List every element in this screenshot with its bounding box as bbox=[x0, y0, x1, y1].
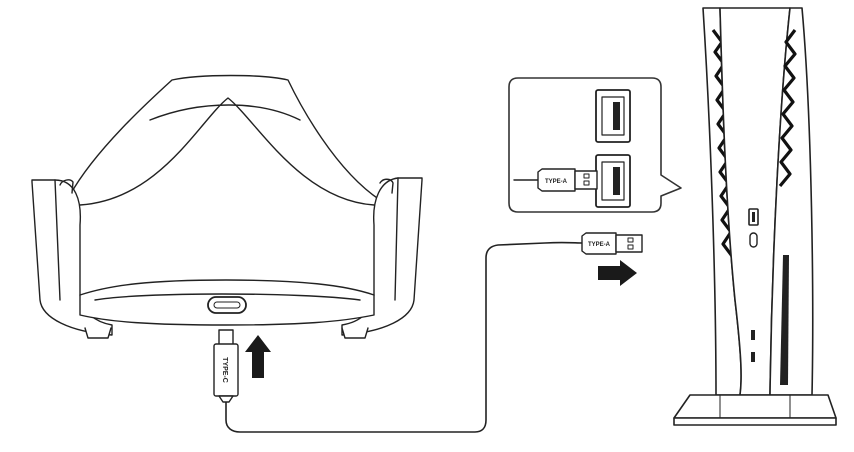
usb-cable bbox=[225, 241, 583, 433]
console-button-lower bbox=[751, 352, 755, 362]
charging-dock bbox=[31, 74, 423, 339]
typec-plug: TYPE-C bbox=[213, 329, 239, 403]
game-console bbox=[673, 7, 837, 426]
inset-usb-port-upper bbox=[595, 89, 631, 143]
typea-plug-inset-label: TYPE-A bbox=[545, 179, 568, 185]
console-stand bbox=[673, 394, 837, 426]
typec-plug-label: TYPE-C bbox=[221, 357, 228, 383]
console-vents-right bbox=[778, 29, 797, 188]
usb-port-inset: TYPE-A bbox=[508, 77, 682, 213]
dock-typec-port bbox=[207, 296, 247, 314]
typea-plug-console: TYPE-A bbox=[581, 232, 643, 255]
typea-plug-console-label: TYPE-A bbox=[588, 242, 611, 248]
console-disc-slot bbox=[780, 255, 789, 385]
console-typec-port bbox=[749, 232, 758, 248]
right-arrow-icon bbox=[598, 260, 637, 286]
typea-plug-inset: TYPE-A bbox=[537, 168, 598, 192]
console-button-upper bbox=[751, 330, 755, 340]
inset-usb-port-lower bbox=[595, 154, 631, 208]
up-arrow-icon bbox=[245, 335, 271, 378]
